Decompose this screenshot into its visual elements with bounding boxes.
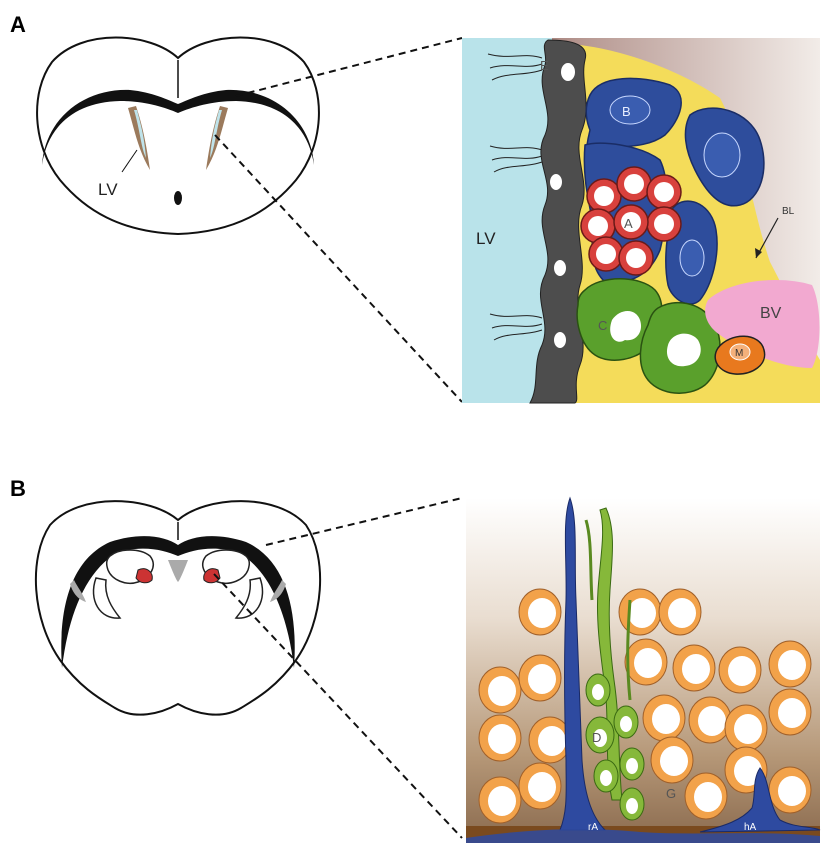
granule-cell-nucleus bbox=[528, 598, 556, 628]
granule-cell-nucleus bbox=[778, 650, 806, 680]
granule-cell-nucleus bbox=[488, 786, 516, 816]
panel-a-letter: A bbox=[10, 12, 26, 37]
granule-cell-nucleus bbox=[652, 704, 680, 734]
granule-cell-nucleus bbox=[728, 656, 756, 686]
granule-cell-nucleus bbox=[528, 664, 556, 694]
label-bl: BL bbox=[782, 206, 795, 217]
granule-cell-nucleus bbox=[628, 598, 656, 628]
ependymal-nucleus bbox=[561, 63, 575, 81]
granule-cell-nucleus bbox=[488, 676, 516, 706]
label-m: M bbox=[735, 348, 743, 359]
granule-cell-nucleus bbox=[538, 726, 566, 756]
brain-section-a: LV bbox=[37, 38, 319, 235]
ependymal-nucleus bbox=[554, 260, 566, 276]
granule-cell-nucleus bbox=[734, 714, 762, 744]
granule-cell-nucleus bbox=[488, 724, 516, 754]
granule-cell-nucleus bbox=[660, 746, 688, 776]
lateral-ventricle-fluid bbox=[462, 38, 552, 403]
brain-lv-label: LV bbox=[98, 180, 118, 199]
label-ha: hA bbox=[744, 822, 757, 833]
ependymal-nucleus bbox=[550, 174, 562, 190]
granule-cell-nucleus bbox=[694, 782, 722, 812]
label-bv: BV bbox=[760, 305, 782, 322]
granule-cell-nucleus bbox=[778, 776, 806, 806]
third-ventricle bbox=[174, 191, 182, 205]
zoom-line-lower-a bbox=[215, 135, 462, 402]
inset-b-dentate-gyrus: D G rA hA bbox=[466, 498, 820, 843]
label-b: B bbox=[622, 104, 631, 119]
granule-cell-nucleus bbox=[682, 654, 710, 684]
label-g: G bbox=[666, 786, 676, 801]
zoom-line-lower-b bbox=[214, 574, 462, 838]
inset-a-svz-niche: E B A C BV M bbox=[462, 38, 820, 403]
label-ra: rA bbox=[588, 822, 598, 833]
granule-cell-nucleus bbox=[698, 706, 726, 736]
label-lv: LV bbox=[476, 229, 496, 248]
granule-cell-nucleus bbox=[634, 648, 662, 678]
label-c: C bbox=[598, 318, 607, 333]
ependymal-nucleus bbox=[554, 332, 566, 348]
granule-cell-nucleus bbox=[778, 698, 806, 728]
granule-cell-nucleus bbox=[528, 772, 556, 802]
brain-section-b bbox=[36, 501, 320, 715]
label-a: A bbox=[624, 216, 633, 231]
label-d: D bbox=[592, 730, 601, 745]
granule-cell-nucleus bbox=[668, 598, 696, 628]
panel-b-letter: B bbox=[10, 476, 26, 501]
label-e: E bbox=[540, 58, 549, 73]
